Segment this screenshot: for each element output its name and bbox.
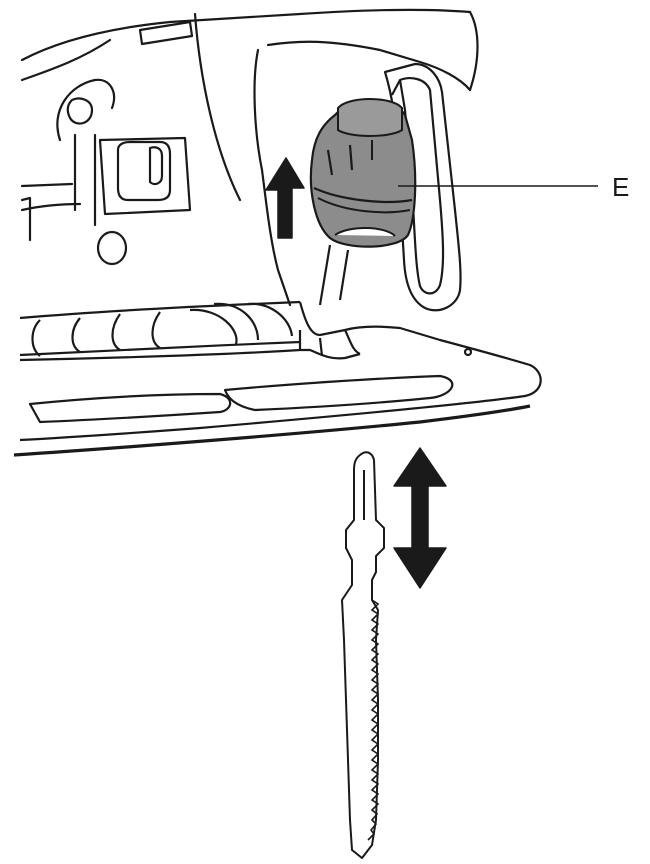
tool-housing [20, 8, 479, 307]
arrow-up-down-icon [393, 447, 447, 589]
blade-teeth [367, 599, 380, 841]
roller-guide [19, 300, 301, 357]
arrow-up-icon [265, 157, 305, 239]
knob-e [309, 98, 417, 306]
callout-label-e: E [612, 172, 629, 202]
base-bottom-edge [13, 404, 531, 457]
base-plate [19, 301, 542, 442]
jigsaw-blade [341, 451, 385, 859]
